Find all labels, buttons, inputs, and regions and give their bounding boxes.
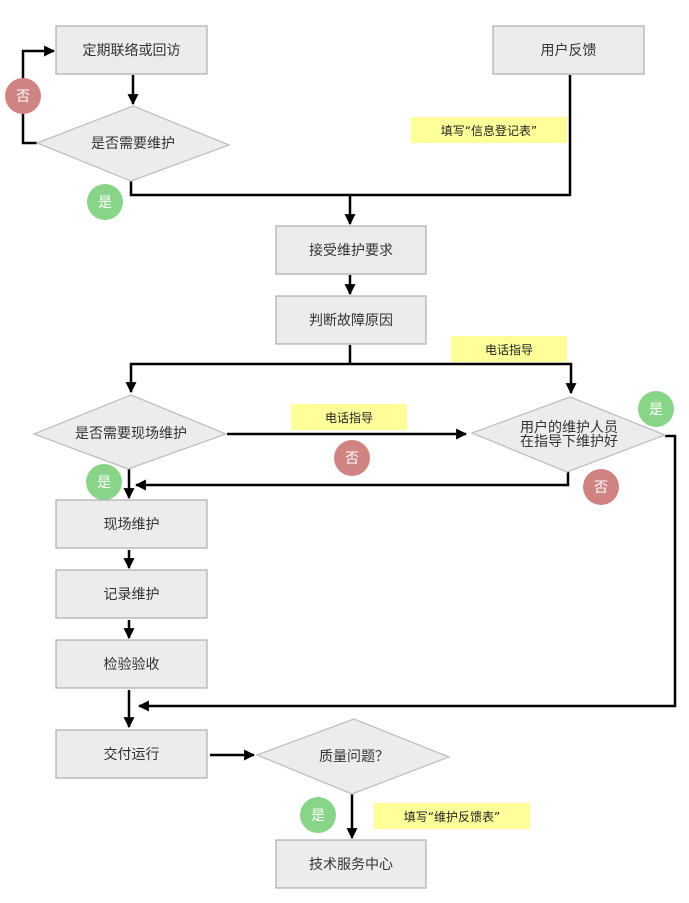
edge-feedback-to-accept	[350, 75, 572, 197]
decision-need-onsite[interactable]: 是否需要现场维护	[32, 394, 228, 470]
node-accept-request-label: 接受维护要求	[309, 242, 393, 259]
note-info-form-text: 填写“信息登记表”	[441, 123, 537, 138]
node-diagnose[interactable]: 判断故障原因	[275, 295, 427, 345]
badge-no-3: 否	[583, 469, 619, 505]
edge-staff-yes-to-deliver	[137, 434, 677, 712]
note-phone-guide-top: 电话指导	[451, 336, 567, 362]
node-deliver-label: 交付运行	[104, 746, 160, 763]
note-phone-guide-top-text: 电话指导	[485, 342, 533, 357]
badge-yes-4: 是	[300, 797, 336, 833]
node-contact-label: 定期联络或回访	[83, 43, 181, 59]
decision-user-staff-label-line1: 用户的维护人员	[520, 419, 618, 436]
badge-yes-3: 是	[86, 464, 122, 500]
badge-no-2: 否	[334, 440, 370, 476]
node-inspect[interactable]: 检验验收	[55, 639, 208, 689]
node-onsite-label: 现场维护	[104, 517, 160, 533]
note-phone-guide-mid: 电话指导	[291, 404, 407, 430]
note-feedback-form-text: 填写“维护反馈表”	[404, 810, 500, 824]
node-record-label: 记录维护	[104, 587, 160, 603]
node-inspect-label: 检验验收	[104, 657, 160, 673]
badge-no-2-text: 否	[345, 451, 359, 467]
note-info-form: 填写“信息登记表”	[411, 117, 567, 143]
edge-staff-no-back	[134, 472, 570, 491]
node-deliver[interactable]: 交付运行	[55, 729, 208, 779]
node-user-feedback[interactable]: 用户反馈	[492, 25, 645, 75]
node-contact[interactable]: 定期联络或回访	[55, 25, 208, 75]
node-user-feedback-label: 用户反馈	[541, 42, 597, 59]
decision-quality[interactable]: 质量问题？	[255, 718, 451, 795]
badge-yes-4-text: 是	[311, 808, 325, 824]
edge-split-left	[125, 362, 350, 394]
decision-need-maintenance[interactable]: 是否需要维护	[35, 105, 231, 182]
decision-user-staff-label-line2: 在指导下维护好	[520, 434, 618, 450]
badge-yes-3-text: 是	[97, 475, 111, 491]
badge-yes-2-text: 是	[649, 402, 663, 418]
badge-no-1-text: 否	[16, 89, 30, 105]
node-diagnose-label: 判断故障原因	[309, 313, 393, 329]
edge-decision-yes-to-accept	[129, 181, 356, 226]
edge-split-right	[350, 362, 577, 395]
node-accept-request[interactable]: 接受维护要求	[275, 225, 427, 275]
badge-yes-1-text: 是	[98, 195, 112, 211]
note-feedback-form: 填写“维护反馈表”	[374, 803, 530, 829]
edges	[21, 45, 677, 840]
decision-need-maintenance-label: 是否需要维护	[91, 136, 175, 152]
badge-yes-2: 是	[638, 391, 674, 427]
node-record[interactable]: 记录维护	[55, 569, 208, 619]
badge-no-3-text: 否	[594, 480, 608, 496]
badge-no-1: 否	[5, 78, 41, 114]
node-onsite[interactable]: 现场维护	[55, 499, 208, 549]
decision-quality-label: 质量问题？	[319, 749, 389, 765]
node-tech-center-label: 技术服务中心	[309, 857, 393, 873]
decision-user-staff[interactable]: 用户的维护人员 在指导下维护好	[470, 396, 667, 473]
node-tech-center[interactable]: 技术服务中心	[275, 839, 427, 889]
badge-yes-1: 是	[87, 184, 123, 220]
decision-need-onsite-label: 是否需要现场维护	[75, 426, 187, 442]
note-phone-guide-mid-text: 电话指导	[325, 410, 373, 425]
